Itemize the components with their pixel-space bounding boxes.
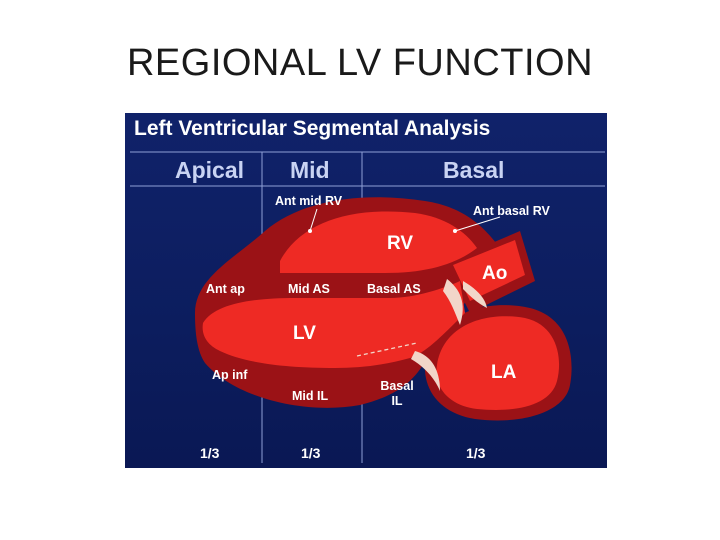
label-ant-ap: Ant ap [206, 282, 245, 296]
label-basal-as: Basal AS [367, 282, 421, 296]
slide-title: REGIONAL LV FUNCTION [126, 42, 594, 84]
aortic-valve-leaflet [463, 281, 487, 308]
fraction-basal: 1/3 [466, 445, 486, 461]
label-la: LA [491, 362, 517, 383]
label-ant-basal-rv: Ant basal RV [473, 204, 550, 218]
fraction-mid: 1/3 [301, 445, 321, 461]
pointer-ant-basal-rv [454, 216, 501, 232]
pointer-ant-mid-rv [309, 208, 318, 232]
aorta [453, 240, 525, 301]
mitral-annulus-line [356, 342, 418, 357]
label-lv: LV [293, 323, 316, 344]
label-ao: Ao [482, 263, 508, 284]
fraction-apical: 1/3 [200, 445, 220, 461]
interventricular-septum [275, 273, 455, 293]
lv-segment-diagram: Left Ventricular Segmental Analysis Apic… [125, 113, 607, 468]
label-mid-il: Mid IL [292, 389, 329, 403]
figure-title: Left Ventricular Segmental Analysis [134, 117, 491, 140]
column-header-apical: Apical [175, 157, 245, 183]
mitral-valve [411, 351, 440, 391]
label-basal-il-line2: IL [391, 394, 403, 408]
label-ant-mid-rv: Ant mid RV [275, 194, 343, 208]
left-atrium [436, 316, 560, 410]
label-basal-il-line1: Basal [380, 379, 414, 393]
right-ventricle [280, 211, 477, 273]
label-rv: RV [387, 233, 414, 254]
label-mid-as: Mid AS [288, 282, 330, 296]
pointer-dot-ant-basal-rv [453, 229, 457, 233]
label-ap-inf: Ap inf [212, 368, 248, 382]
column-header-basal: Basal [443, 157, 505, 183]
pointer-dot-ant-mid-rv [308, 229, 312, 233]
aortic-valve [443, 279, 463, 325]
heart-illustration [130, 151, 605, 463]
column-header-mid: Mid [290, 157, 330, 183]
